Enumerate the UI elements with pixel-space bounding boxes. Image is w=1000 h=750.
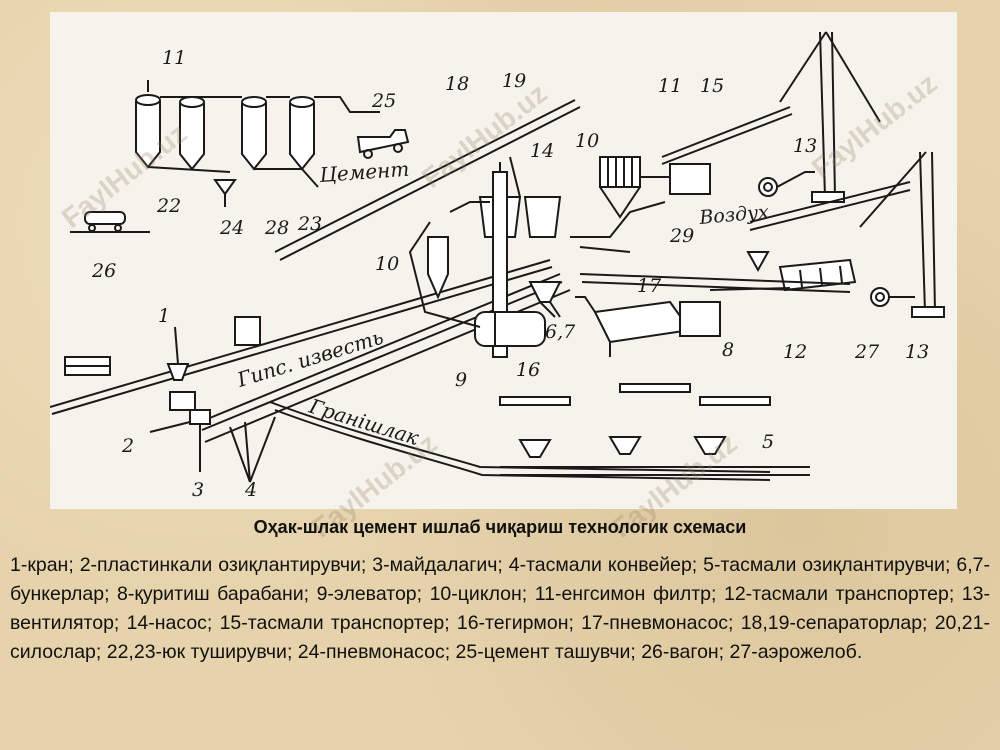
elevator-9 (492, 171, 508, 358)
label-10a: 10 (575, 130, 599, 152)
label-12: 12 (783, 341, 807, 363)
crane-1 (166, 316, 261, 381)
scheme-drawing: 11 22 24 28 23 26 25 18 19 14 10 10 11 1… (50, 31, 945, 501)
label-9: 9 (455, 369, 467, 391)
silo-group (135, 80, 380, 188)
conveyor-top (274, 99, 581, 261)
label-23: 23 (297, 213, 322, 235)
label-8: 8 (722, 339, 734, 361)
label-67: 6,7 (545, 321, 576, 343)
label-13a: 13 (793, 135, 817, 157)
cement-truck-25 (356, 129, 410, 159)
label-22: 22 (156, 195, 181, 217)
label-2: 2 (121, 435, 134, 457)
pneumopump-24 (213, 179, 237, 207)
label-25: 25 (371, 90, 396, 112)
pointer-lines-4 (229, 416, 276, 483)
filter-cluster (599, 106, 793, 219)
label-29: 29 (669, 225, 694, 247)
figure-legend: 1-кран; 2-пластинкали озиқлантирувчи; 3-… (10, 554, 990, 663)
stacks (64, 356, 111, 376)
figure-caption: Оҳак-шлак цемент ишлаб чиқариш технологи… (253, 517, 747, 537)
mill-16 (474, 311, 546, 347)
label-5: 5 (762, 431, 774, 453)
label-27: 27 (854, 341, 880, 363)
dryer-drum-8 (575, 296, 721, 357)
pipes (408, 201, 666, 328)
label-18: 18 (445, 73, 469, 95)
label-11b: 11 (658, 75, 682, 97)
separators-18-19 (478, 156, 562, 238)
conveyor-12 (579, 273, 851, 293)
conveyor-5 (499, 383, 810, 476)
conveyor-granulated (269, 401, 771, 481)
label-air: Воздух (698, 201, 770, 229)
scheme-diagram: 11 22 24 28 23 26 25 18 19 14 10 10 11 1… (50, 12, 957, 509)
label-10b: 10 (375, 253, 399, 275)
label-14: 14 (530, 140, 554, 162)
fan-13-top (758, 171, 815, 197)
label-16: 16 (516, 359, 540, 381)
label-24: 24 (219, 217, 244, 239)
fan-13-right (870, 287, 915, 307)
wagon-26 (70, 211, 150, 233)
label-26: 26 (91, 260, 116, 282)
label-15: 15 (700, 75, 724, 97)
label-28: 28 (264, 217, 289, 239)
crusher-3 (189, 409, 211, 472)
label-1: 1 (158, 305, 170, 327)
cyclone-10 (427, 236, 449, 300)
label-3: 3 (192, 479, 204, 501)
label-19: 19 (502, 70, 526, 92)
label-4: 4 (244, 479, 257, 501)
label-17: 17 (637, 275, 662, 297)
bunkers-6-7 (528, 281, 562, 318)
label-cement: Цемент (318, 157, 410, 187)
mast-right (859, 151, 945, 318)
label-11a: 11 (162, 47, 186, 69)
label-13b: 13 (905, 341, 929, 363)
